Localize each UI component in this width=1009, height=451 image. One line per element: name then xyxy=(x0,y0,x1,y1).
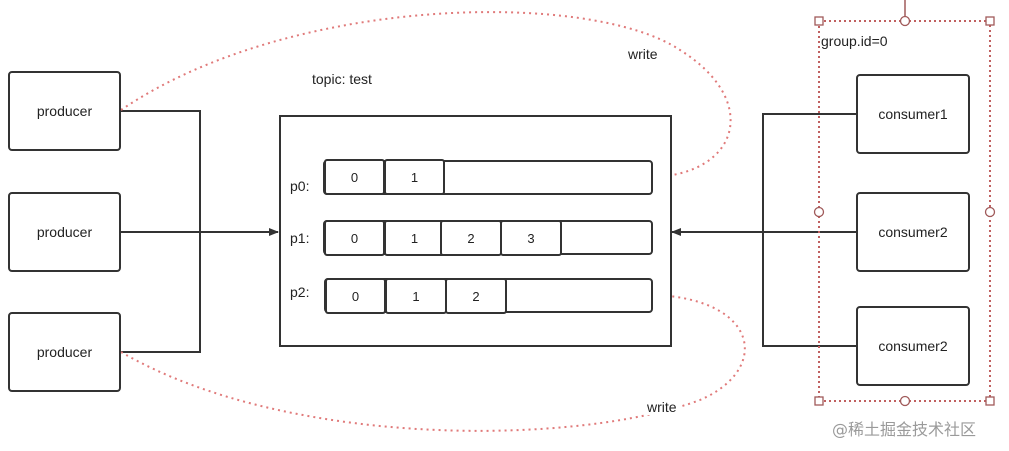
resize-handle xyxy=(985,396,995,406)
partition-label: p2: xyxy=(290,284,310,300)
resize-handle xyxy=(814,16,824,26)
resize-handle xyxy=(985,16,995,26)
offset-cell[interactable]: 2 xyxy=(445,278,507,314)
topic-title: topic: test xyxy=(312,71,372,87)
group-id-label: group.id=0 xyxy=(821,33,888,49)
producer-box[interactable]: producer xyxy=(8,71,121,151)
resize-handle xyxy=(899,15,911,27)
offset-cell[interactable]: 0 xyxy=(325,278,386,314)
consumer-box[interactable]: consumer1 xyxy=(856,74,970,154)
offset-cell[interactable]: 0 xyxy=(324,159,385,195)
write-label: write xyxy=(626,46,660,62)
producer-box[interactable]: producer xyxy=(8,192,121,272)
offset-cell[interactable]: 1 xyxy=(384,159,445,195)
producer-connectors xyxy=(121,110,279,353)
consumer-connectors xyxy=(671,113,856,347)
resize-handle xyxy=(899,395,911,407)
partition-label: p1: xyxy=(290,230,310,246)
write-edge-bottom xyxy=(120,290,746,432)
offset-cell[interactable]: 1 xyxy=(384,220,445,256)
write-label: write xyxy=(645,399,679,415)
consumer-box[interactable]: consumer2 xyxy=(856,306,970,386)
write-edge-top xyxy=(120,11,732,182)
offset-cell[interactable]: 3 xyxy=(500,220,562,256)
offset-cell[interactable]: 1 xyxy=(385,278,447,314)
resize-handle xyxy=(813,206,825,218)
offset-cell[interactable]: 2 xyxy=(440,220,502,256)
resize-handle xyxy=(814,396,824,406)
consumer-group-selection xyxy=(813,0,996,407)
partition-label: p0: xyxy=(290,178,310,194)
consumer-box[interactable]: consumer2 xyxy=(856,192,970,272)
resize-handle xyxy=(984,206,996,218)
watermark-text: @稀土掘金技术社区 xyxy=(832,420,977,439)
producer-box[interactable]: producer xyxy=(8,312,121,392)
offset-cell[interactable]: 0 xyxy=(324,220,385,256)
